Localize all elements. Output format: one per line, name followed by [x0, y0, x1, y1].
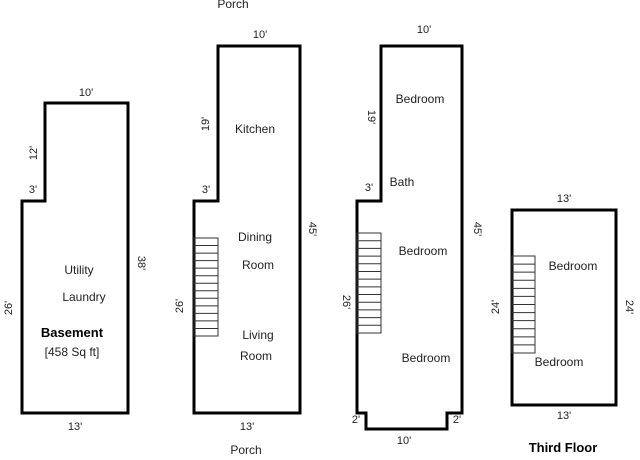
basement-area: [458 Sq ft] [45, 345, 100, 359]
first-floor-dim-notch-vertical: 19' [200, 117, 212, 131]
second-floor-stairs [356, 232, 382, 334]
third-floor-dim-left: 24' [490, 300, 502, 314]
second-floor-plan: 10' 19' 3' 45' 26' 10' 2' 2' Bedroom Bat… [340, 24, 483, 447]
basement-title: Basement [41, 325, 104, 340]
second-floor-dim-left: 26' [340, 295, 352, 309]
first-floor-dim-notch-horizontal: 3' [202, 184, 210, 196]
room-label-bedroom-3b: Bedroom [535, 355, 584, 369]
room-label-kitchen: Kitchen [235, 122, 275, 136]
third-floor-stairs [511, 255, 536, 354]
basement-dim-left: 26' [3, 301, 15, 315]
second-floor-dim-right: 45' [471, 222, 483, 236]
third-floor-plan: 13' 24' 24' 13' Bedroom Bedroom Third Fl… [490, 193, 635, 455]
third-floor-dim-bottom: 13' [557, 410, 571, 422]
third-floor-dim-right: 24' [623, 300, 635, 314]
room-label-utility: Utility [64, 263, 93, 277]
basement-dim-notch-vertical: 12' [28, 146, 40, 160]
room-label-dining: Dining [238, 230, 272, 244]
first-floor-plan: Porch 10' 19' 3' 45' 26' 13' Porch Kitch… [174, 0, 318, 457]
first-floor-dim-bottom: 13' [240, 421, 254, 433]
third-floor-dim-top: 13' [557, 193, 571, 205]
room-label-bedroom-2c: Bedroom [402, 351, 451, 365]
second-floor-dim-bottom-left: 2' [352, 414, 360, 426]
room-label-living-room: Room [240, 349, 272, 363]
stair-outline [356, 232, 382, 334]
second-floor-dim-top: 10' [417, 24, 431, 36]
porch-label-top: Porch [217, 0, 248, 11]
first-floor-dim-right: 45' [306, 222, 318, 236]
second-floor-dim-notch-vertical: 19' [365, 110, 377, 124]
first-floor-dim-top: 10' [253, 29, 267, 41]
room-label-bedroom-2a: Bedroom [396, 92, 445, 106]
basement-dim-right: 38' [135, 256, 147, 270]
third-floor-title: Third Floor [529, 440, 598, 455]
room-label-dining-room: Room [242, 258, 274, 272]
second-floor-dim-bottom: 10' [397, 435, 411, 447]
room-label-living: Living [242, 328, 273, 342]
first-floor-dim-left: 26' [174, 299, 186, 313]
second-floor-dim-notch-horizontal: 3' [365, 182, 373, 194]
basement-dim-bottom: 13' [68, 421, 82, 433]
basement-dim-notch-horizontal: 3' [29, 184, 37, 196]
room-label-bedroom-2b: Bedroom [399, 244, 448, 258]
basement-dim-top: 10' [79, 87, 93, 99]
second-floor-dim-bottom-right: 2' [453, 414, 461, 426]
stair-outline [193, 237, 219, 337]
third-floor-outline [510, 208, 618, 407]
room-label-laundry: Laundry [62, 290, 105, 304]
first-floor-outline [192, 44, 302, 415]
second-floor-outline [355, 44, 464, 431]
room-label-bedroom-3a: Bedroom [549, 259, 598, 273]
basement-plan: 10' 12' 3' 38' 26' 13' Utility Laundry B… [3, 87, 147, 433]
porch-label-bottom: Porch [230, 443, 261, 457]
room-label-bath: Bath [390, 175, 415, 189]
basement-outline [20, 101, 130, 415]
first-floor-stairs [193, 237, 219, 337]
